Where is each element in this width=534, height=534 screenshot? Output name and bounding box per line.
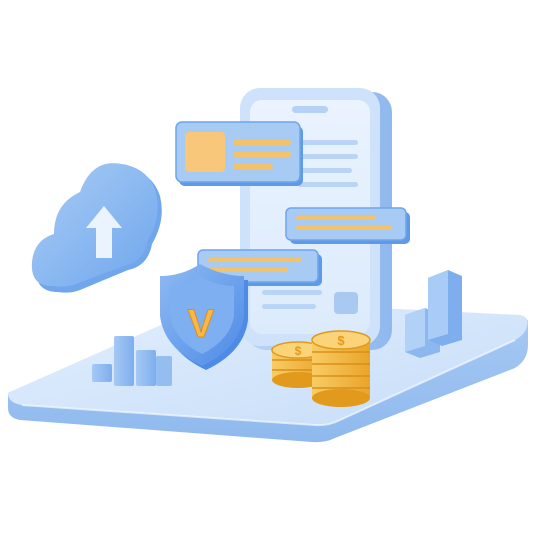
coin-stack-right: $ xyxy=(311,330,371,407)
bar-chart-icon-right xyxy=(405,270,462,358)
platform xyxy=(8,300,528,443)
bar-chart-icon xyxy=(92,336,172,386)
cloud-upload-icon xyxy=(31,163,162,293)
message-card-icon xyxy=(175,121,303,186)
shield-letter: V xyxy=(188,302,215,346)
coin-stack-icon: $ $ xyxy=(271,330,371,407)
message-card-icon-2 xyxy=(285,207,410,244)
coin-symbol: $ xyxy=(295,344,302,358)
coin-symbol-front: $ xyxy=(337,333,345,348)
shield-icon: V xyxy=(160,264,248,370)
